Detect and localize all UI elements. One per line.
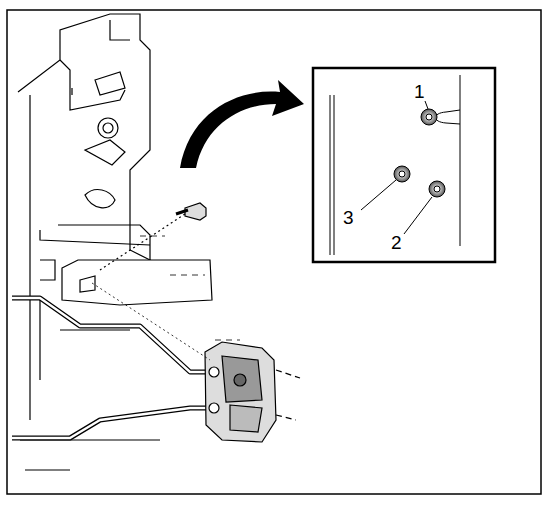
leader-lines [361,101,432,234]
callout-number: 1 [414,82,425,101]
detail-inset [313,68,495,262]
callout-number: 2 [391,233,402,252]
view-arrow [180,80,304,168]
frame [7,10,541,494]
callout-number: 3 [343,208,354,227]
inset-bolts [394,109,445,197]
door-panel [18,14,160,470]
lock-bracket [62,260,212,305]
lock-bolt [92,203,240,360]
inset-panel [330,75,460,255]
door-lock-actuator [205,342,300,442]
lock-rods [12,298,214,438]
